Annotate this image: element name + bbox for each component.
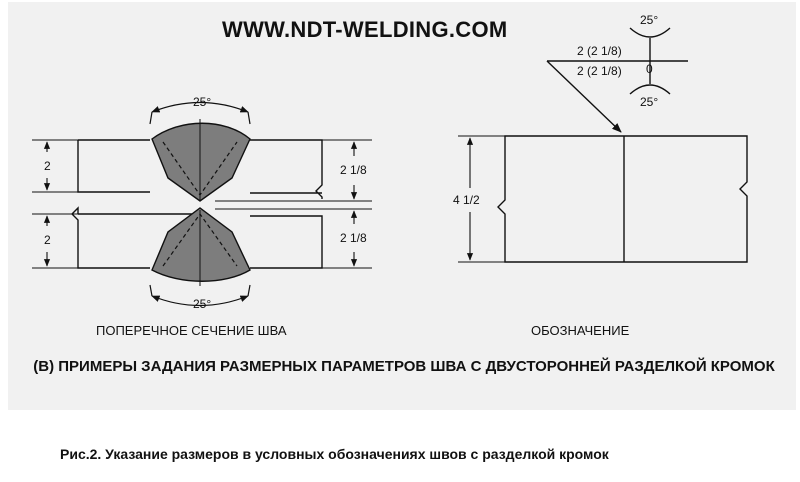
weld-size-label-top: 2 1/8 xyxy=(340,163,367,177)
depth-label-top: 2 xyxy=(44,159,51,173)
groove-angle-top: 25° xyxy=(193,95,212,109)
weld-symbol xyxy=(546,27,688,133)
right-plate xyxy=(624,135,748,263)
symbol-arc-top xyxy=(629,27,671,38)
figure-caption: Рис.2. Указание размеров в условных обоз… xyxy=(60,446,609,462)
bottom-angle-arc xyxy=(151,295,249,307)
depth-label-bottom: 2 xyxy=(44,233,51,247)
weld-size-label-bottom: 2 1/8 xyxy=(340,231,367,245)
upper-plate-right xyxy=(250,139,323,199)
top-angle-arc xyxy=(151,101,249,113)
designation-plates xyxy=(497,135,748,263)
top-weld-bead xyxy=(151,122,251,202)
site-url[interactable]: WWW.NDT-WELDING.COM xyxy=(222,17,508,42)
cross-section-label: ПОПЕРЕЧНОЕ СЕЧЕНИЕ ШВА xyxy=(96,323,287,338)
thickness-label: 4 1/2 xyxy=(453,193,480,207)
symbol-root-opening: 0 xyxy=(646,62,653,76)
symbol-angle-bottom: 25° xyxy=(640,95,659,109)
groove-angle-bottom: 25° xyxy=(193,297,212,311)
lower-plate-left xyxy=(71,206,150,269)
leader-line xyxy=(546,60,622,133)
upper-plate-left xyxy=(77,139,150,193)
figure-panel xyxy=(8,2,796,410)
symbol-arc-bottom xyxy=(629,84,671,95)
symbol-size-arrow-side: 2 (2 1/8) xyxy=(577,44,622,58)
designation-label: ОБОЗНАЧЕНИЕ xyxy=(531,323,630,338)
symbol-size-other-side: 2 (2 1/8) xyxy=(577,64,622,78)
symbol-angle-top: 25° xyxy=(640,13,659,27)
lower-plate-right xyxy=(250,215,323,269)
figure-title: (B) ПРИМЕРЫ ЗАДАНИЯ РАЗМЕРНЫХ ПАРАМЕТРОВ… xyxy=(33,358,775,375)
left-plate xyxy=(497,135,624,263)
bottom-weld-bead xyxy=(151,207,251,282)
